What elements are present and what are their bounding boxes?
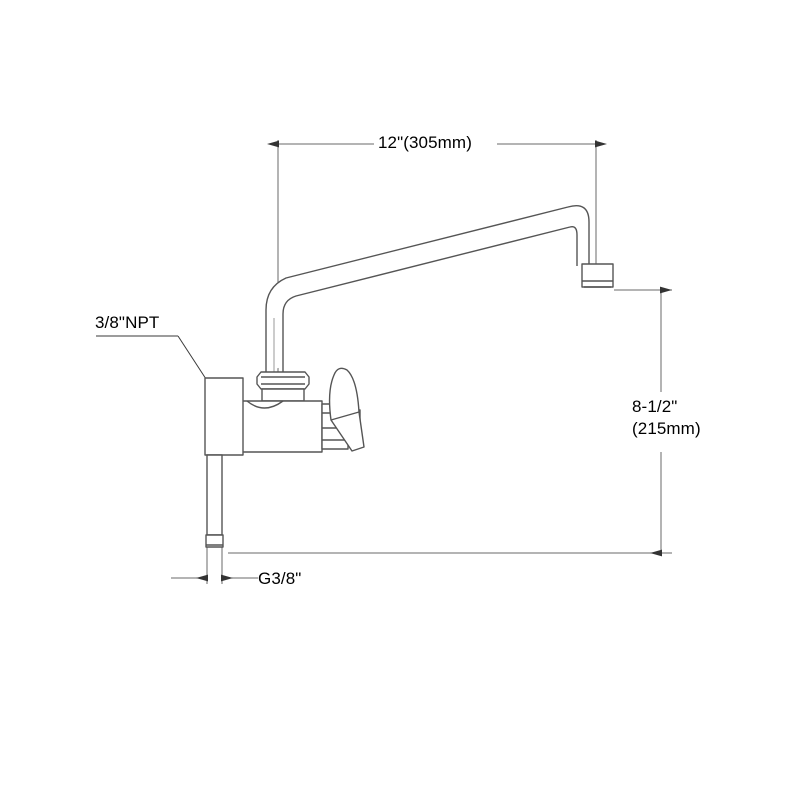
spout-height-label-line2: (215mm) (632, 418, 701, 438)
npt-leader (96, 335, 207, 380)
handle-paddle (328, 367, 365, 452)
swing-spout (265, 204, 590, 372)
aerator-cap (581, 263, 614, 288)
inlet-thread-dimension (171, 545, 258, 584)
aerator-body (581, 263, 614, 288)
coupling-collar (261, 388, 305, 402)
valve-body-top-curve (246, 400, 284, 409)
wall-flange-plate (204, 377, 244, 456)
leader-diagonal (177, 335, 207, 380)
spout-height-label: 8-1/2" (215mm) (632, 396, 701, 440)
hex-nut-outline (256, 371, 310, 390)
spout-height-dimension (228, 286, 672, 557)
shank-thread-collar (205, 534, 224, 548)
faucet-body-outline (204, 204, 614, 548)
lever-handle (328, 367, 365, 452)
handle-base (330, 411, 360, 421)
npt-thread-label: 3/8"NPT (95, 313, 160, 332)
coupling-hex-nut (256, 371, 310, 402)
spout-inner-wall (282, 225, 578, 372)
spout-height-label-line1: 8-1/2" (632, 397, 678, 416)
inlet-thread-label: G3/8" (258, 569, 302, 588)
spout-reach-label: 12"(305mm) (378, 133, 472, 152)
wall-flange (204, 377, 244, 456)
shank-tube (206, 454, 223, 536)
inlet-shank (205, 454, 224, 548)
dimension-lines (96, 140, 672, 584)
